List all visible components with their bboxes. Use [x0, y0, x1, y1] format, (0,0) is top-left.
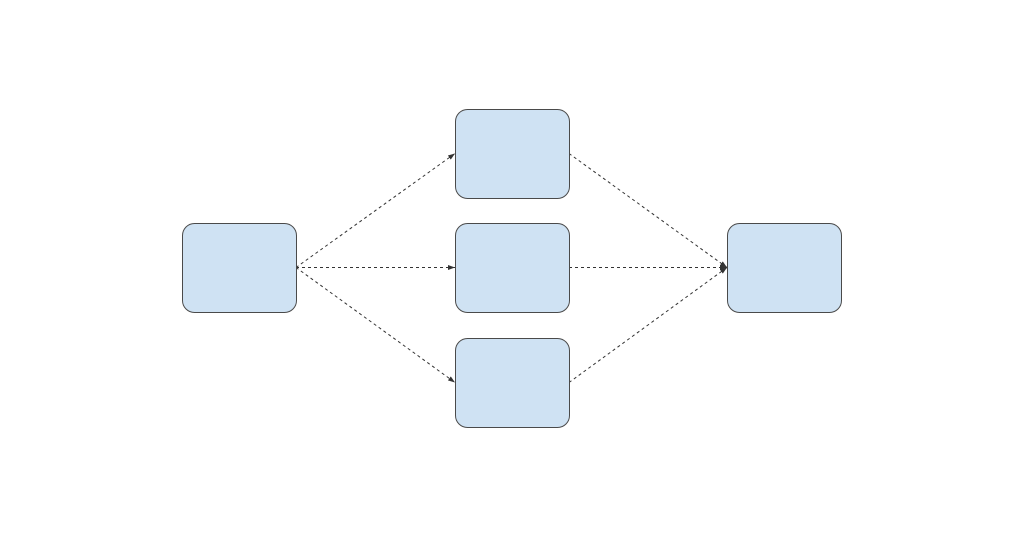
node-box-target	[727, 223, 842, 313]
node-target[interactable]	[727, 223, 842, 313]
node-branch-middle[interactable]	[455, 223, 570, 313]
node-source[interactable]	[182, 223, 297, 313]
node-box-branch-top	[455, 109, 570, 199]
edge-source-to-branch-bottom	[295, 267, 456, 383]
node-branch-bottom[interactable]	[455, 338, 570, 428]
edge-source-to-branch-top	[295, 153, 456, 268]
node-box-branch-middle	[455, 223, 570, 313]
edges-layer	[295, 153, 728, 383]
node-box-source	[182, 223, 297, 313]
nodes-layer	[182, 109, 842, 428]
node-box-branch-bottom	[455, 338, 570, 428]
edge-branch-top-to-target	[568, 153, 728, 268]
edge-branch-bottom-to-target	[568, 267, 728, 383]
node-branch-top[interactable]	[455, 109, 570, 199]
